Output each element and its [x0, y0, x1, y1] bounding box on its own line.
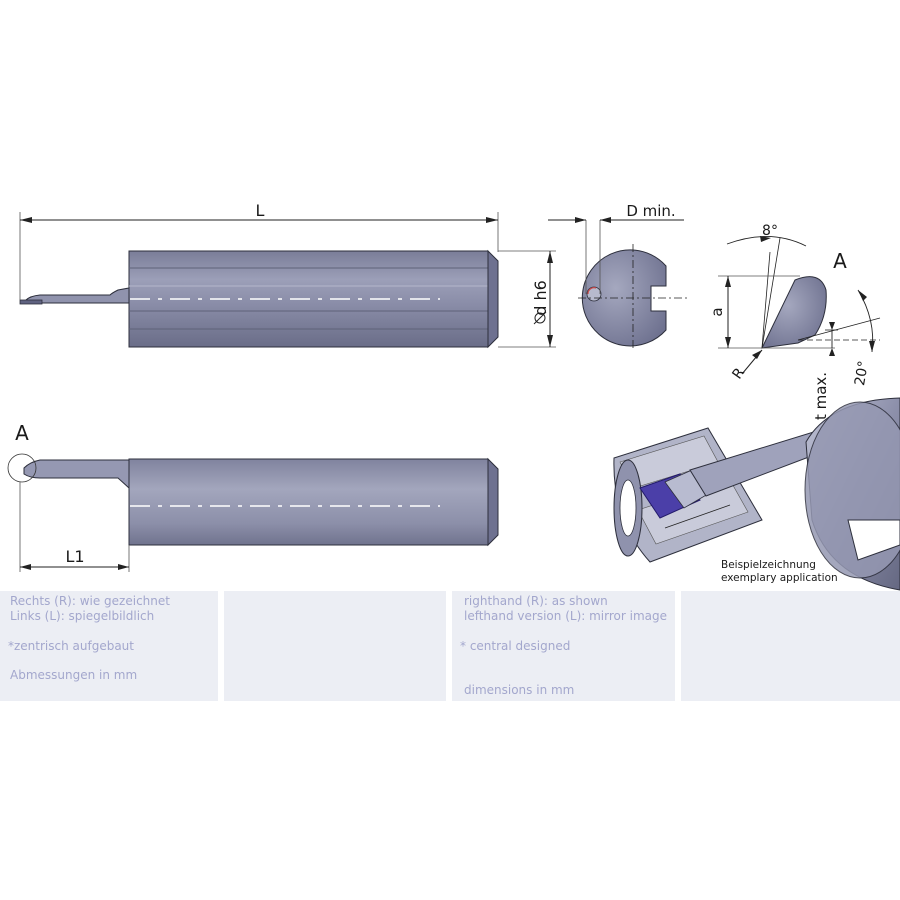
detail-A-insert: A 8° a R 20° t max.	[708, 223, 881, 420]
dim-a-label: a	[708, 307, 726, 316]
detail-A-side-label: A	[15, 421, 29, 445]
angle-8-label: 8°	[762, 223, 778, 239]
notes-panel-de	[0, 591, 218, 701]
tool-side-view: A L1	[7, 421, 499, 572]
diameter-symbol-icon	[534, 312, 546, 324]
notes-panel-blank-1	[224, 591, 446, 701]
note-en-line1: righthand (R): as shown	[464, 594, 608, 608]
note-de-central: *zentrisch aufgebaut	[8, 639, 134, 653]
note-de-units: Abmessungen in mm	[10, 668, 138, 682]
detail-A-top-label: A	[833, 249, 847, 273]
notes-panel-blank-2	[681, 591, 900, 701]
dim-R-label: R	[729, 365, 748, 382]
note-de-line2: Links (L): spiegelbildlich	[10, 609, 155, 623]
dim-L-label: L	[256, 201, 265, 220]
dim-D-min-label: D min.	[626, 202, 675, 220]
note-en-line2: lefthand version (L): mirror image	[464, 609, 667, 623]
note-en-central: * central designed	[460, 639, 571, 653]
note-en-units: dimensions in mm	[464, 683, 575, 697]
dimension-D-min: D min.	[548, 202, 684, 294]
note-de-line1: Rechts (R): wie gezeichnet	[10, 594, 170, 608]
tool-end-view	[578, 244, 690, 350]
notes-panel-en	[452, 591, 675, 701]
dimension-L: L	[19, 201, 499, 300]
angle-20-label: 20°	[852, 360, 872, 387]
example-caption-de: Beispielzeichnung	[721, 559, 816, 571]
dim-t-max-label: t max.	[812, 372, 830, 420]
example-caption-en: exemplary application	[721, 572, 838, 584]
tool-top-view	[19, 249, 499, 349]
dim-d-h6-label: d h6	[531, 280, 550, 316]
example-application: Beispielzeichnung exemplary application	[613, 397, 900, 591]
dim-L1-label: L1	[65, 547, 84, 566]
dimension-d-h6: d h6	[498, 250, 556, 348]
